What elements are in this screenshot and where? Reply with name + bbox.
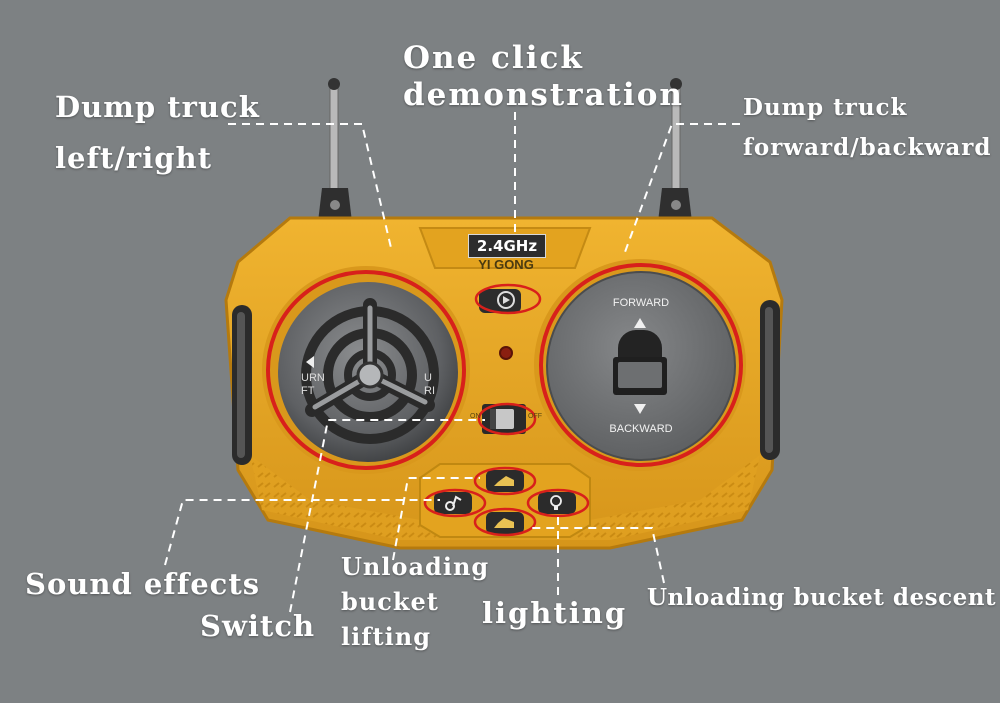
- light-button[interactable]: [538, 492, 576, 514]
- backward-label: BACKWARD: [609, 423, 673, 435]
- demo-button[interactable]: [479, 289, 521, 313]
- truck-bucket-up-icon: [494, 476, 514, 486]
- highlight-ring: [266, 270, 466, 470]
- antenna-icon: [318, 78, 352, 222]
- callout-sound-effects: Sound effects: [25, 567, 261, 601]
- sound-button[interactable]: [434, 492, 472, 514]
- truck-bucket-down-icon: [494, 518, 514, 528]
- callout-dump-left-right: Dump truck left/right: [55, 90, 260, 175]
- forward-backward-joystick[interactable]: [534, 259, 746, 471]
- callout-bucket-descent: Unloading bucket descent: [647, 584, 997, 611]
- callout-dump-forward-backward: Dump truck forward/backward: [743, 94, 992, 162]
- play-gear-icon: [497, 291, 515, 309]
- left-right-joystick[interactable]: [262, 266, 470, 474]
- turn-right-label: U RI: [424, 372, 435, 397]
- callout-lighting: lighting: [482, 596, 628, 630]
- leader-lines: [164, 112, 740, 613]
- highlight-ring: [539, 263, 743, 467]
- descent-button[interactable]: [486, 512, 524, 534]
- switch-on-label: ON: [470, 413, 481, 420]
- lift-button[interactable]: [486, 470, 524, 492]
- callout-switch: Switch: [200, 609, 316, 643]
- brand-label: YI GONG: [478, 257, 534, 272]
- power-switch[interactable]: [482, 404, 526, 434]
- antenna-icon: [658, 78, 692, 222]
- frequency-badge: 2.4GHz: [468, 234, 546, 258]
- turn-left-label: URN FT: [301, 372, 325, 397]
- callout-one-click-demo: One click demonstration: [403, 40, 684, 114]
- switch-off-label: OFF: [528, 413, 542, 420]
- status-led: [499, 346, 513, 360]
- forward-label: FORWARD: [612, 297, 670, 309]
- callout-bucket-lifting: Unloading bucket lifting: [341, 552, 490, 651]
